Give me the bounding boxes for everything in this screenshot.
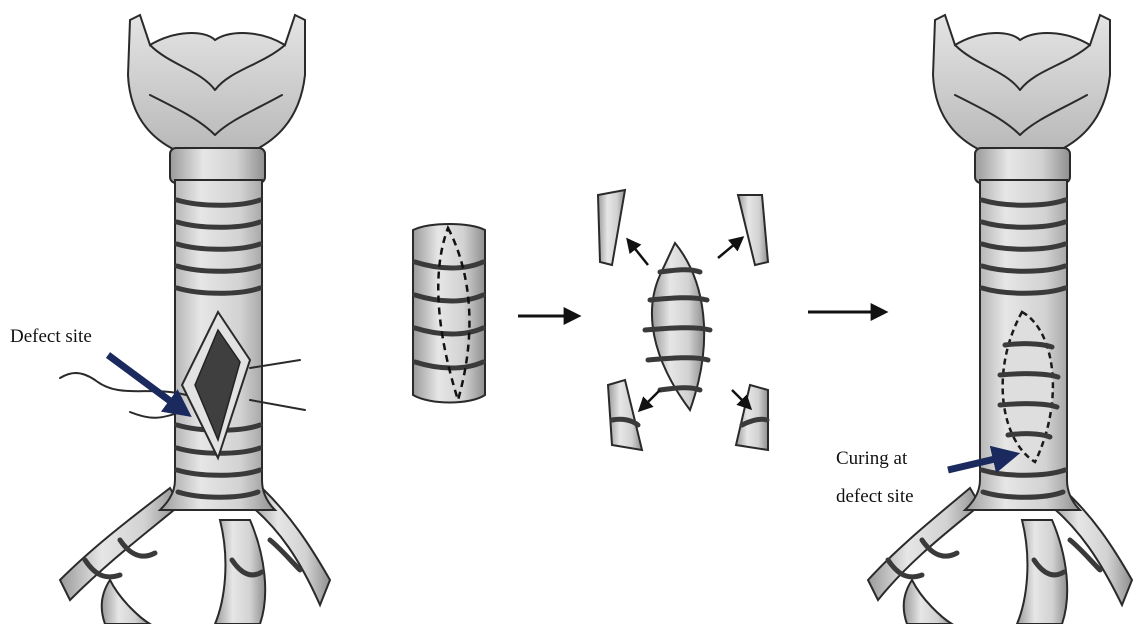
fragment-top-right [738, 195, 768, 265]
curing-label-line2: defect site [836, 486, 914, 508]
cricoid-right [975, 148, 1070, 183]
graft-segment [413, 224, 485, 403]
larynx-right [933, 15, 1110, 150]
trachea-with-defect [60, 15, 330, 624]
trimmed-graft [598, 190, 768, 450]
defect-site-label: Defect site [10, 326, 92, 348]
curing-label-line1: Curing at [836, 448, 907, 470]
trachea-repaired [868, 15, 1132, 624]
fragment-bottom-left [608, 380, 642, 450]
defect-site-arrow [108, 355, 185, 412]
cricoid-left [170, 148, 265, 183]
larynx-left [128, 15, 305, 150]
fragment-top-left [598, 190, 625, 265]
